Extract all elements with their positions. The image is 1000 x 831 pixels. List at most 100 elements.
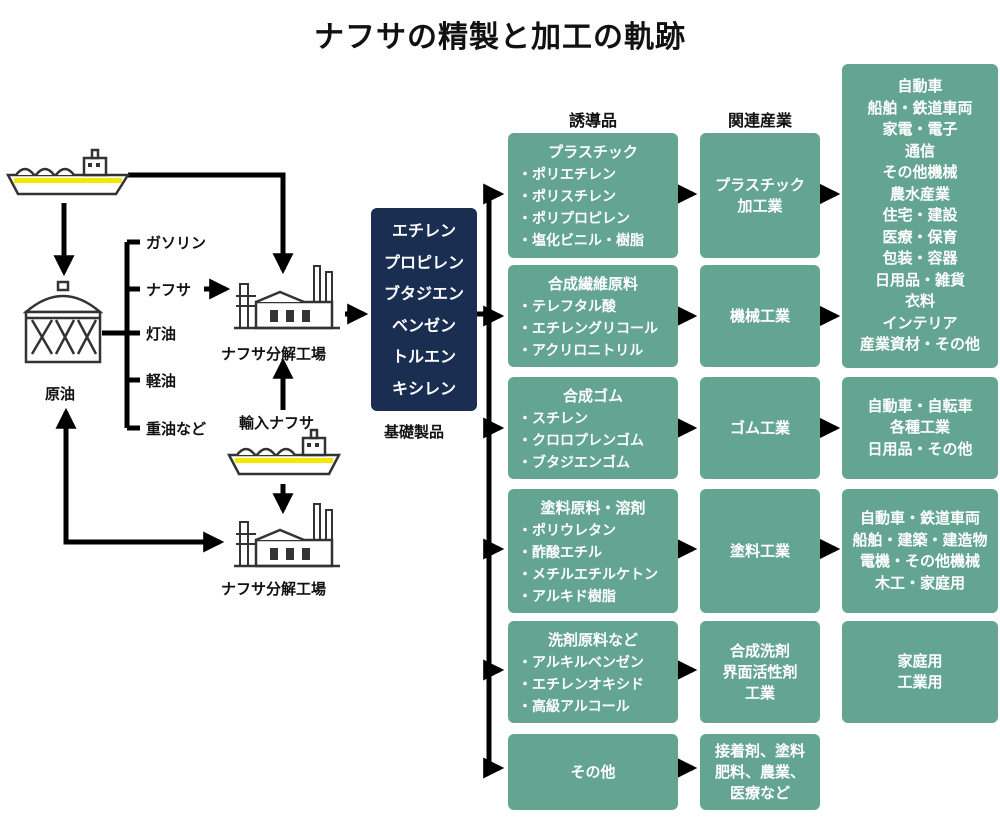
derivative-item: ポリプロピレン — [518, 208, 668, 230]
industry-box-paint: 塗料工業 — [700, 489, 820, 613]
use-item: 医療・保育 — [882, 227, 958, 246]
derivative-item: アクリロニトリル — [518, 340, 668, 362]
basic-product: ブタジエン — [383, 284, 464, 303]
refined-product-label: ガソリン — [146, 234, 207, 252]
industry-box-machinery: 機械工業 — [700, 265, 820, 367]
imported-naphtha-label: 輸入ナフサ — [239, 414, 315, 432]
derivative-item: ポリエチレン — [518, 164, 668, 186]
basic-product: エチレン — [391, 221, 456, 240]
industry-line: ゴム工業 — [729, 418, 790, 437]
page-title: ナフサの精製と加工の軌跡 — [314, 20, 686, 55]
crude-oil-label: 原油 — [45, 385, 76, 403]
use-item: 家電・電子 — [882, 120, 958, 139]
derivative-item: 高級アルコール — [518, 696, 668, 718]
industry-line: プラスチック — [715, 175, 805, 194]
basic-product: プロピレン — [383, 252, 464, 272]
derivative-title: 合成繊維原料 — [547, 275, 638, 293]
derivative-item: スチレン — [518, 408, 668, 430]
derivative-item: ブタジエンゴム — [518, 452, 668, 474]
use-item: 工業用 — [897, 673, 943, 691]
industry-line: 肥料、農業、 — [714, 762, 805, 781]
tanker-ship-icon — [5, 148, 131, 196]
arrow-crude-to-plant2 — [63, 424, 225, 553]
use-item: 船舶・鉄道車両 — [867, 98, 973, 117]
basic-product: ベンゼン — [391, 315, 456, 335]
derivative-title: 洗剤原料など — [547, 631, 638, 649]
naphtha-plant-label: ナフサ分解工場 — [221, 580, 327, 598]
use-item: 日用品・その他 — [867, 439, 973, 458]
derivative-title: 塗料原料・溶剤 — [540, 499, 646, 517]
use-item: 住宅・建設 — [882, 206, 958, 225]
derivative-title: その他 — [570, 762, 616, 781]
derivative-box-other: その他 — [508, 734, 678, 810]
refined-product-label: 灯油 — [146, 325, 177, 343]
use-item: 各種工業 — [889, 418, 950, 437]
use-item: 船舶・建築・建造物 — [852, 530, 988, 549]
oil-tank-icon — [22, 280, 104, 364]
derivative-item: ポリスチレン — [518, 186, 668, 208]
industry-line: 接着剤、塗料 — [714, 741, 805, 760]
derivative-item: エチレングリコール — [518, 318, 668, 340]
industry-line: 合成洗剤 — [729, 641, 790, 660]
industry-box-plastic-processing: プラスチック 加工業 — [700, 133, 820, 258]
use-item: その他機械 — [882, 163, 958, 182]
derivative-item: アルキルベンゼン — [518, 652, 668, 674]
industry-box-rubber: ゴム工業 — [700, 377, 820, 479]
industry-line: 塗料工業 — [729, 541, 790, 560]
refined-product-label: 軽油 — [146, 372, 177, 390]
basic-product: キシレン — [391, 378, 456, 398]
industry-line: 医療など — [729, 783, 790, 802]
tanker-ship-icon — [226, 428, 342, 476]
use-item: 農水産業 — [889, 184, 950, 203]
industry-box-other: 接着剤、塗料 肥料、農業、 医療など — [700, 734, 820, 810]
naphtha-plant-label: ナフサ分解工場 — [221, 345, 327, 363]
factory-icon — [234, 265, 340, 330]
industry-box-detergent: 合成洗剤 界面活性剤 工業 — [700, 621, 820, 723]
refined-product-label: ナフサ — [146, 281, 192, 299]
derivative-box-plastic: プラスチック ポリエチレン ポリスチレン ポリプロピレン 塩化ビニル・樹脂 — [508, 133, 678, 258]
use-item: 衣料 — [904, 292, 935, 311]
basic-products-box: エチレン プロピレン ブタジエン ベンゼン トルエン キシレン — [371, 208, 477, 411]
derivative-box-synthetic-fiber: 合成繊維原料 テレフタル酸 エチレングリコール アクリロニトリル — [508, 265, 678, 367]
derivative-item: 酢酸エチル — [518, 542, 668, 564]
derivative-item: メチルエチルケトン — [518, 564, 668, 586]
industry-line: 機械工業 — [729, 306, 790, 325]
derivative-item: ポリウレタン — [518, 520, 668, 542]
basic-product: トルエン — [391, 347, 456, 366]
use-item: 木工・家庭用 — [874, 573, 965, 592]
derivative-item: アルキド樹脂 — [518, 586, 668, 608]
factory-icon — [234, 503, 340, 568]
derivative-title: 合成ゴム — [562, 387, 623, 405]
uses-box-1: 自動車 船舶・鉄道車両 家電・電子 通信 その他機械 農水産業 住宅・建設 医療… — [842, 64, 998, 368]
uses-box-3: 自動車・鉄道車両 船舶・建築・建造物 電機・その他機械 木工・家庭用 — [842, 489, 998, 613]
use-item: 家庭用 — [897, 651, 943, 670]
use-item: 自動車 — [897, 77, 943, 96]
uses-box-4: 家庭用 工業用 — [842, 621, 998, 723]
use-item: 自動車・自転車 — [867, 396, 973, 415]
derivative-item: クロロプレンゴム — [518, 430, 668, 452]
use-item: 包装・容器 — [882, 249, 958, 268]
industries-header: 関連産業 — [727, 111, 792, 130]
derivative-box-detergent: 洗剤原料など アルキルベンゼン エチレンオキシド 高級アルコール — [508, 621, 678, 723]
industry-line: 工業 — [744, 683, 775, 702]
use-item: 産業資材・その他 — [859, 335, 980, 354]
basic-products-label: 基礎製品 — [384, 423, 445, 441]
refined-product-label: 重油など — [146, 420, 207, 438]
uses-box-2: 自動車・自転車 各種工業 日用品・その他 — [842, 377, 998, 479]
use-item: 自動車・鉄道車両 — [859, 509, 980, 527]
industry-line: 界面活性剤 — [722, 662, 798, 681]
derivative-title: プラスチック — [548, 143, 638, 161]
derivative-item: テレフタル酸 — [518, 296, 668, 318]
use-item: 日用品・雑貨 — [874, 270, 965, 289]
derivatives-header: 誘導品 — [568, 111, 617, 130]
use-item: 電機・その他機械 — [859, 552, 980, 570]
derivative-item: エチレンオキシド — [518, 674, 668, 696]
derivative-box-paint-solvent: 塗料原料・溶剤 ポリウレタン 酢酸エチル メチルエチルケトン アルキド樹脂 — [508, 489, 678, 613]
arrow-ship-to-plant1 — [128, 172, 294, 275]
use-item: 通信 — [904, 141, 935, 160]
derivative-box-synthetic-rubber: 合成ゴム スチレン クロロプレンゴム ブタジエンゴム — [508, 377, 678, 479]
derivative-item: 塩化ビニル・樹脂 — [518, 230, 668, 252]
industry-line: 加工業 — [737, 196, 783, 215]
use-item: インテリア — [882, 313, 958, 332]
